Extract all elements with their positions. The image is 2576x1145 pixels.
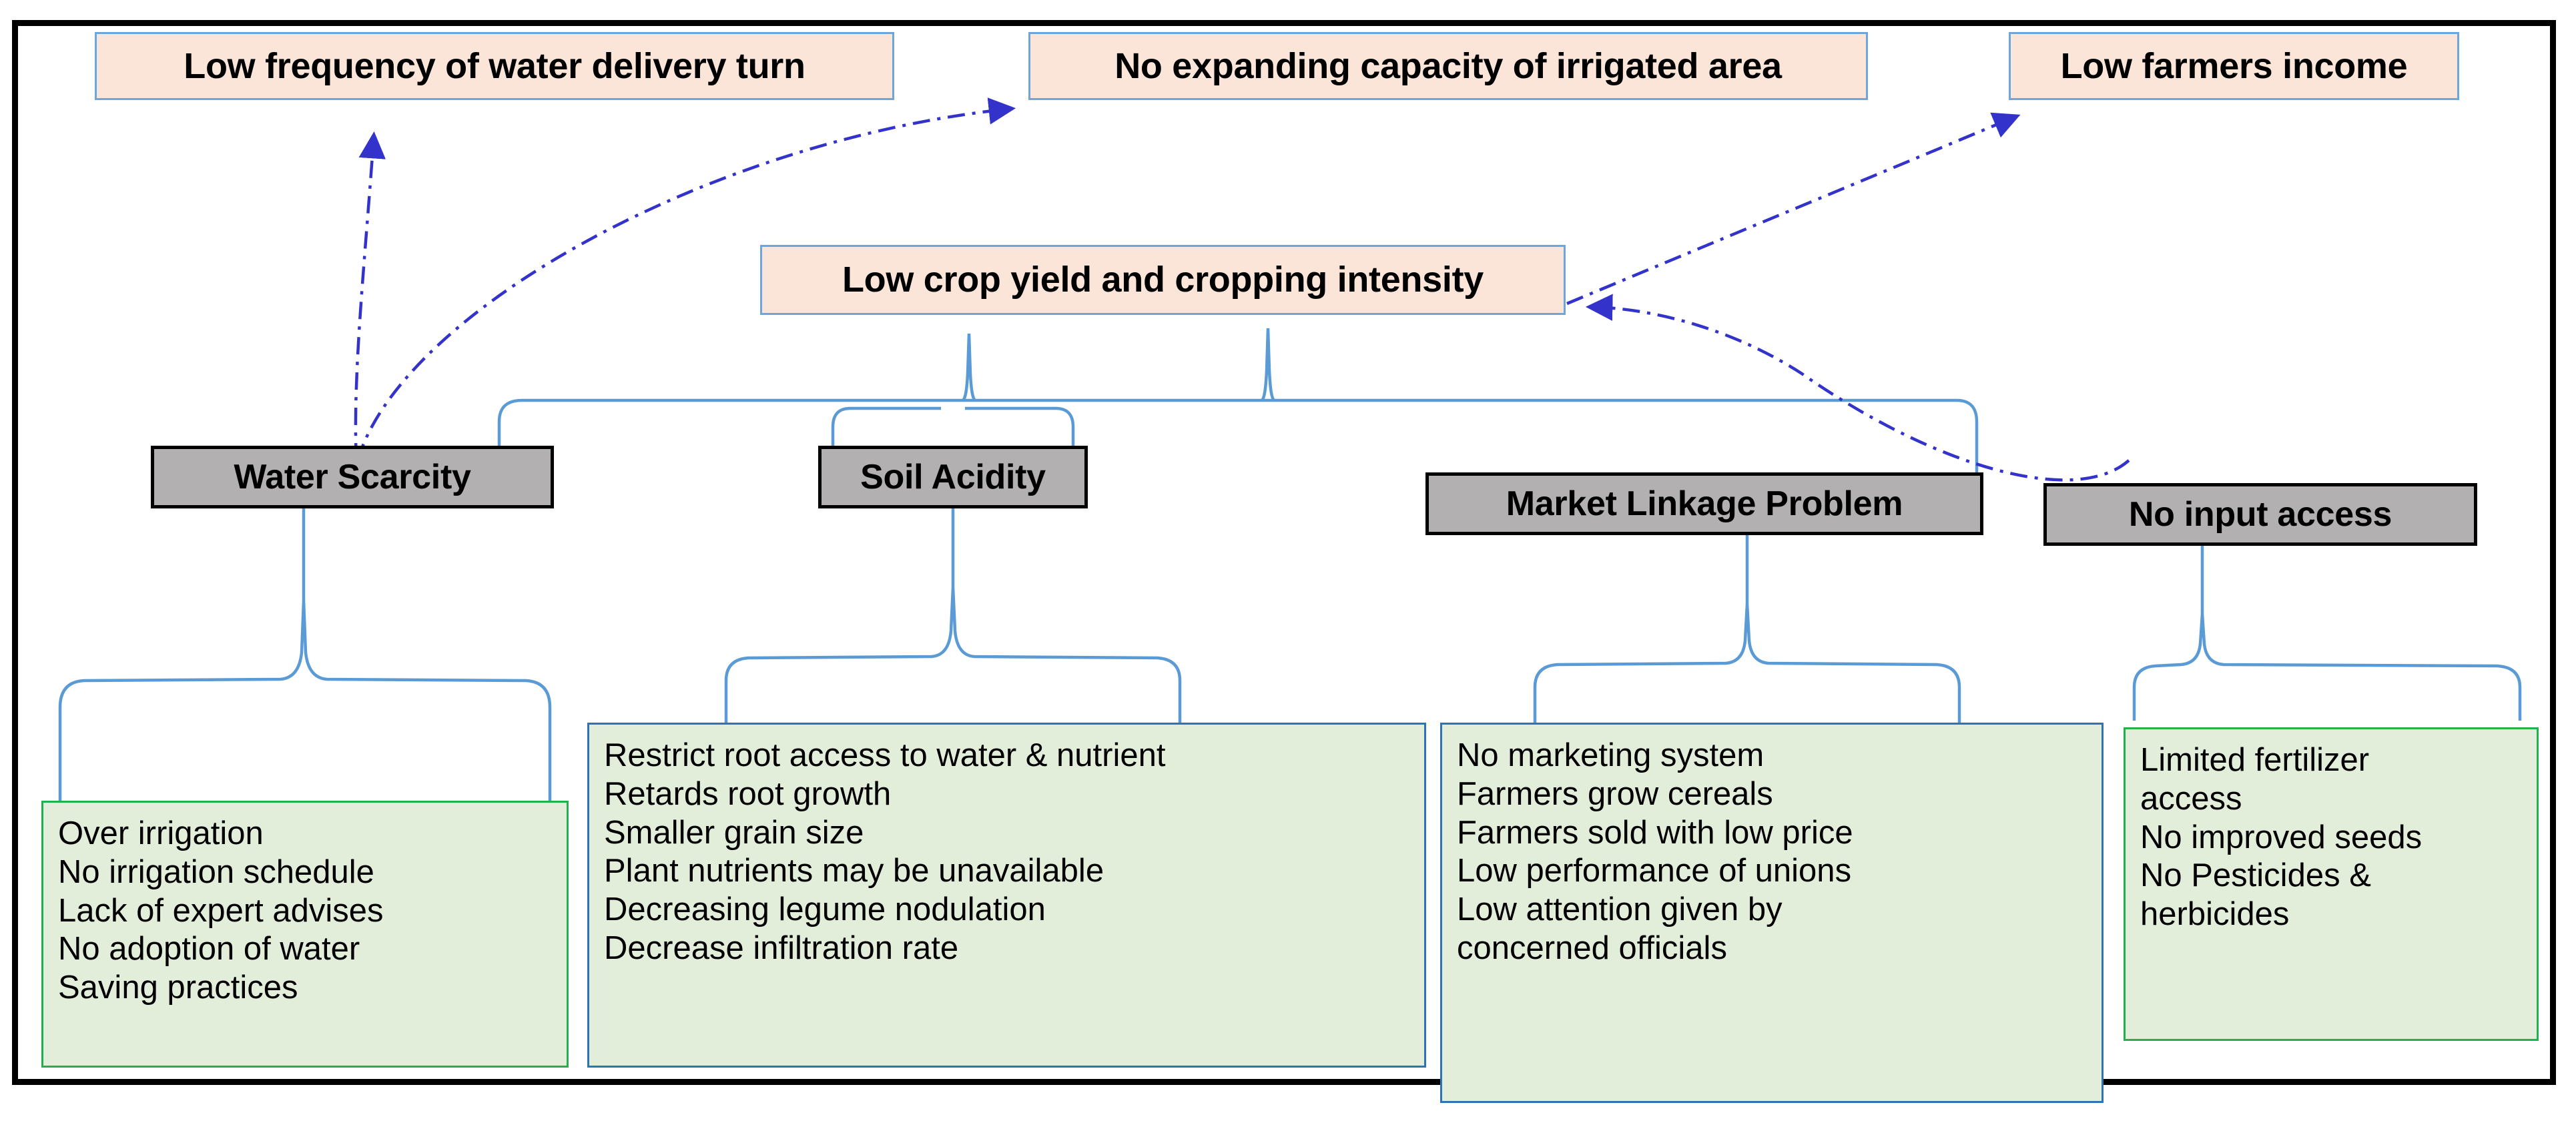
cause-box-soil-acidity[interactable]: Restrict root access to water & nutrient… — [587, 723, 1426, 1068]
cause-item: Farmers sold with low price — [1457, 814, 1853, 851]
cause-box-no-input-access[interactable]: Limited fertilizer access No improved se… — [2124, 727, 2539, 1041]
cause-list: Limited fertilizer access No improved se… — [2140, 741, 2527, 934]
core-label: Soil Acidity — [860, 457, 1046, 496]
cause-item: Retards root growth — [604, 775, 892, 812]
cause-item: Limited fertilizer — [2140, 742, 2370, 778]
cause-list: No marketing system Farmers grow cereals… — [1457, 737, 2092, 968]
cause-item: No adoption of water — [58, 931, 360, 968]
effect-box-no-expanding-capacity[interactable]: No expanding capacity of irrigated area — [1028, 32, 1868, 100]
cause-item: access — [2140, 780, 2242, 817]
core-box-no-input-access[interactable]: No input access — [2043, 483, 2477, 546]
cause-box-market-linkage[interactable]: No marketing system Farmers grow cereals… — [1440, 723, 2104, 1103]
effect-box-low-crop-yield[interactable]: Low crop yield and cropping intensity — [760, 245, 1566, 315]
cause-list: Over irrigation No irrigation schedule L… — [58, 815, 557, 1008]
cause-item: Decreasing legume nodulation — [604, 891, 1046, 928]
core-label: Market Linkage Problem — [1506, 484, 1903, 523]
effect-label: No expanding capacity of irrigated area — [1114, 45, 1782, 86]
core-label: Water Scarcity — [234, 457, 471, 496]
diagram-outer-frame — [12, 20, 2556, 1085]
cause-item: herbicides — [2140, 896, 2290, 933]
cause-item: Low attention given by — [1457, 891, 1783, 928]
effect-label: Low crop yield and cropping intensity — [842, 260, 1484, 300]
core-box-soil-acidity[interactable]: Soil Acidity — [818, 446, 1088, 508]
core-label: No input access — [2128, 494, 2392, 534]
effect-box-low-farmers-income[interactable]: Low farmers income — [2009, 32, 2459, 100]
cause-item: No improved seeds — [2140, 819, 2423, 855]
cause-item: Decrease infiltration rate — [604, 930, 959, 967]
cause-item: Lack of expert advises — [58, 892, 384, 929]
effect-box-low-frequency-water-delivery[interactable]: Low frequency of water delivery turn — [95, 32, 894, 100]
cause-item: Restrict root access to water & nutrient — [604, 737, 1166, 773]
cause-item: Smaller grain size — [604, 814, 864, 851]
cause-item: No marketing system — [1457, 737, 1764, 773]
cause-item: No irrigation schedule — [58, 853, 374, 890]
effect-label: Low frequency of water delivery turn — [184, 45, 806, 86]
cause-list: Restrict root access to water & nutrient… — [604, 737, 1415, 968]
cause-item: No Pesticides & — [2140, 857, 2371, 894]
effect-label: Low farmers income — [2060, 45, 2408, 86]
cause-item: Over irrigation — [58, 815, 264, 851]
cause-box-water-scarcity[interactable]: Over irrigation No irrigation schedule L… — [41, 801, 569, 1068]
core-box-market-linkage-problem[interactable]: Market Linkage Problem — [1425, 472, 1983, 535]
cause-item: Saving practices — [58, 970, 298, 1006]
cause-item: Farmers grow cereals — [1457, 775, 1773, 812]
cause-item: Low performance of unions — [1457, 853, 1852, 889]
cause-item: Plant nutrients may be unavailable — [604, 853, 1104, 889]
cause-item: concerned officials — [1457, 930, 1727, 967]
core-box-water-scarcity[interactable]: Water Scarcity — [151, 446, 554, 508]
